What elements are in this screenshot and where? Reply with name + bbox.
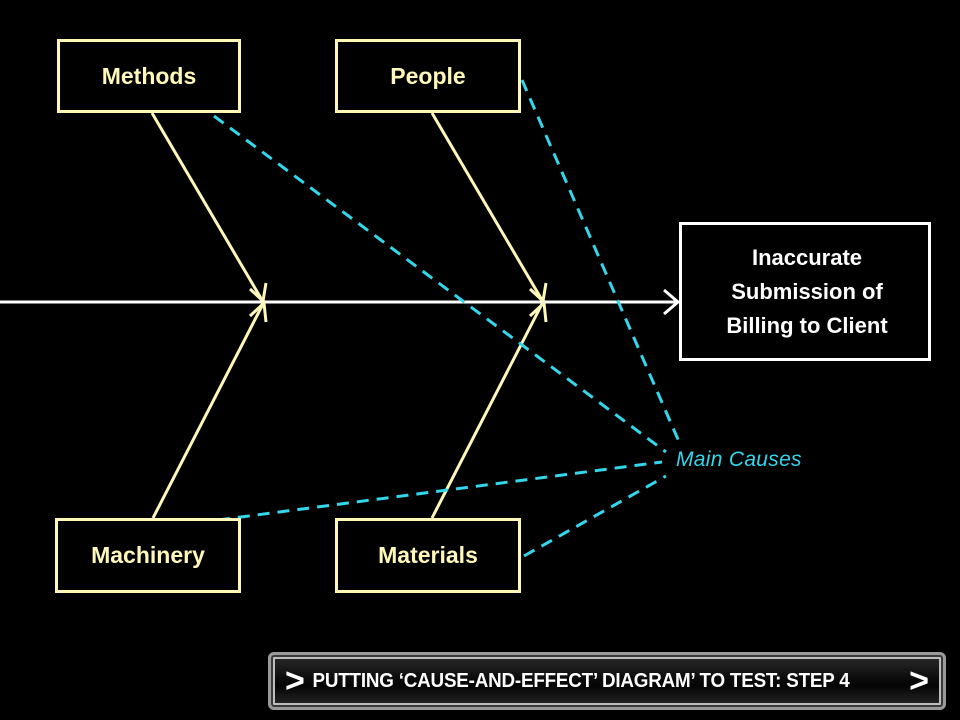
cause-label-machinery: Machinery <box>91 542 205 568</box>
bone-methods <box>150 112 264 301</box>
callout-line-people <box>520 79 682 445</box>
bone-people <box>430 112 544 301</box>
cause-box-people: People <box>335 39 521 113</box>
banner-title: PUTTING ‘CAUSE-AND-EFFECT’ DIAGRAM’ TO T… <box>312 669 850 692</box>
chevron-right-icon[interactable]: > <box>285 662 305 700</box>
cause-box-methods: Methods <box>57 39 241 113</box>
cause-label-people: People <box>390 62 466 89</box>
bone-machinery <box>151 303 265 519</box>
callout-line-materials <box>523 474 667 558</box>
effect-line-3: Billing to Client <box>726 312 888 338</box>
callout-line-methods <box>213 114 667 454</box>
step-banner: > PUTTING ‘CAUSE-AND-EFFECT’ DIAGRAM’ TO… <box>268 652 946 710</box>
arrowhead-people <box>528 282 548 304</box>
callout-line-machinery <box>217 460 663 522</box>
cause-box-materials: Materials <box>335 518 521 593</box>
cause-label-methods: Methods <box>101 62 197 89</box>
bone-materials <box>430 303 544 519</box>
effect-line-1: Inaccurate <box>751 244 863 270</box>
next-chevron-icon[interactable]: > <box>909 662 929 700</box>
cause-label-materials: Materials <box>378 542 478 568</box>
cause-box-machinery: Machinery <box>55 518 241 593</box>
effect-box: Inaccurate Submission of Billing to Clie… <box>679 222 931 361</box>
effect-line-2: Submission of <box>731 278 883 304</box>
arrowhead-methods <box>248 282 268 304</box>
main-causes-label: Main Causes <box>676 448 802 471</box>
spine-arrowhead <box>663 288 681 316</box>
arrowhead-materials <box>528 299 548 323</box>
arrowhead-machinery <box>248 299 268 323</box>
